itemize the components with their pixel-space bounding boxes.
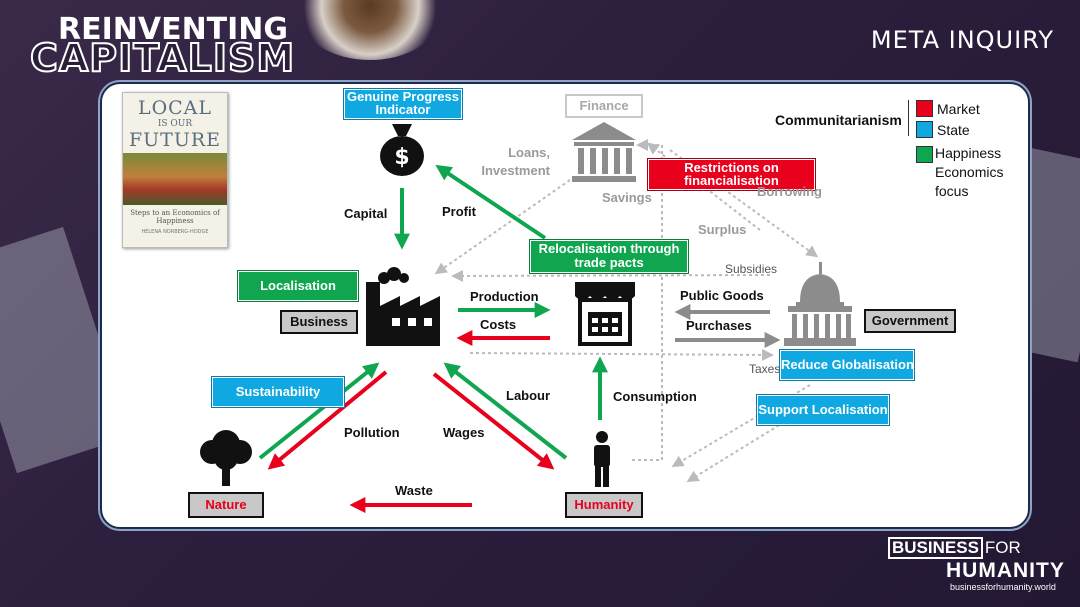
brand-url: businessforhumanity.world	[950, 582, 1056, 592]
label-labour: Labour	[506, 388, 551, 403]
money-bag-icon: $	[380, 124, 424, 176]
factory-icon	[366, 267, 440, 346]
node-business: Business	[280, 310, 358, 334]
label-borrowing: Borrowing	[757, 184, 822, 199]
box-restrictions-on-financialisation: Restrictions on financialisation	[648, 159, 815, 190]
person-icon	[594, 431, 610, 487]
label-savings: Savings	[602, 190, 652, 205]
label-consumption: Consumption	[613, 389, 697, 404]
labour-arrow	[443, 362, 568, 460]
box-genuine-progress-indicator: Genuine Progress Indicator	[344, 89, 462, 119]
label-loans-investment: Loans, Investment	[481, 145, 550, 178]
label-surplus: Surplus	[698, 222, 747, 237]
label-pollution: Pollution	[344, 425, 400, 440]
book-cover-image	[123, 153, 227, 205]
node-nature: Nature	[188, 492, 264, 518]
sustainability-arrow	[258, 362, 380, 460]
box-localisation: Localisation	[238, 271, 358, 301]
book-title-line3: FUTURE	[128, 129, 222, 151]
node-government: Government	[864, 309, 956, 333]
legend-label-state: State	[937, 122, 970, 138]
box-reduce-globalisation: Reduce Globalisation	[780, 350, 914, 380]
title-capitalism: CAPITALISM	[29, 35, 296, 81]
section-title: META INQUIRY	[870, 26, 1054, 54]
legend-swatch-green	[916, 146, 933, 163]
taxes-flow-arrow	[469, 348, 774, 361]
loans-flow-arrow	[434, 179, 571, 275]
currency-symbol: $	[394, 145, 409, 170]
savings-flow-arrow	[632, 139, 663, 461]
node-humanity: Humanity	[565, 492, 643, 518]
legend-label-happiness: Happiness Economics focus	[935, 145, 1004, 199]
label-taxes: Taxes	[749, 362, 781, 376]
legend-item-happiness: Happiness Economics focus	[916, 144, 1012, 201]
node-finance: Finance	[565, 94, 643, 118]
label-subsidies: Subsidies	[725, 262, 778, 276]
brand-word-for: FOR	[984, 538, 1021, 557]
label-costs: Costs	[480, 317, 517, 332]
wages-arrow	[432, 372, 555, 470]
brand-word-humanity: HUMANITY	[946, 559, 1065, 582]
label-wages: Wages	[443, 425, 485, 440]
label-waste: Waste	[395, 483, 433, 498]
shop-icon	[575, 282, 635, 346]
box-relocalisation-through-trade-pacts: Relocalisation through trade pacts	[530, 240, 688, 273]
label-capital: Capital	[344, 206, 388, 221]
label-purchases: Purchases	[686, 318, 752, 333]
book-subtitle: Steps to an Economics of Happiness	[130, 209, 220, 225]
book-cover: LOCAL IS OUR FUTURE Steps to an Economic…	[122, 92, 228, 248]
bank-icon	[572, 122, 636, 182]
legend-item-state: State	[916, 121, 970, 138]
diagram-panel	[100, 82, 1030, 529]
label-profit: Profit	[442, 204, 476, 219]
book-author: HELENA NORBERG-HODGE	[141, 229, 209, 235]
capitol-icon	[784, 262, 856, 346]
book-title-line1: LOCAL	[137, 97, 213, 119]
label-public-goods: Public Goods	[680, 288, 764, 303]
box-sustainability: Sustainability	[212, 377, 344, 407]
title-reinventing: REINVENTING	[58, 12, 289, 47]
legend-heading: Communitarianism	[775, 112, 902, 128]
label-production: Production	[470, 289, 539, 304]
box-support-localisation: Support Localisation	[757, 395, 889, 425]
book-title-line2: IS OUR	[157, 119, 193, 129]
legend-swatch-blue	[916, 121, 933, 138]
legend-divider	[908, 100, 909, 136]
legend-label-market: Market	[937, 101, 980, 117]
brand-word-business: BUSINESS	[888, 537, 983, 559]
tree-icon	[200, 430, 252, 486]
legend-swatch-red	[916, 100, 933, 117]
subsidies-flow-arrow	[451, 269, 771, 282]
profit-arrow	[435, 164, 547, 240]
legend-item-market: Market	[916, 100, 980, 117]
pollution-arrow	[267, 370, 388, 470]
